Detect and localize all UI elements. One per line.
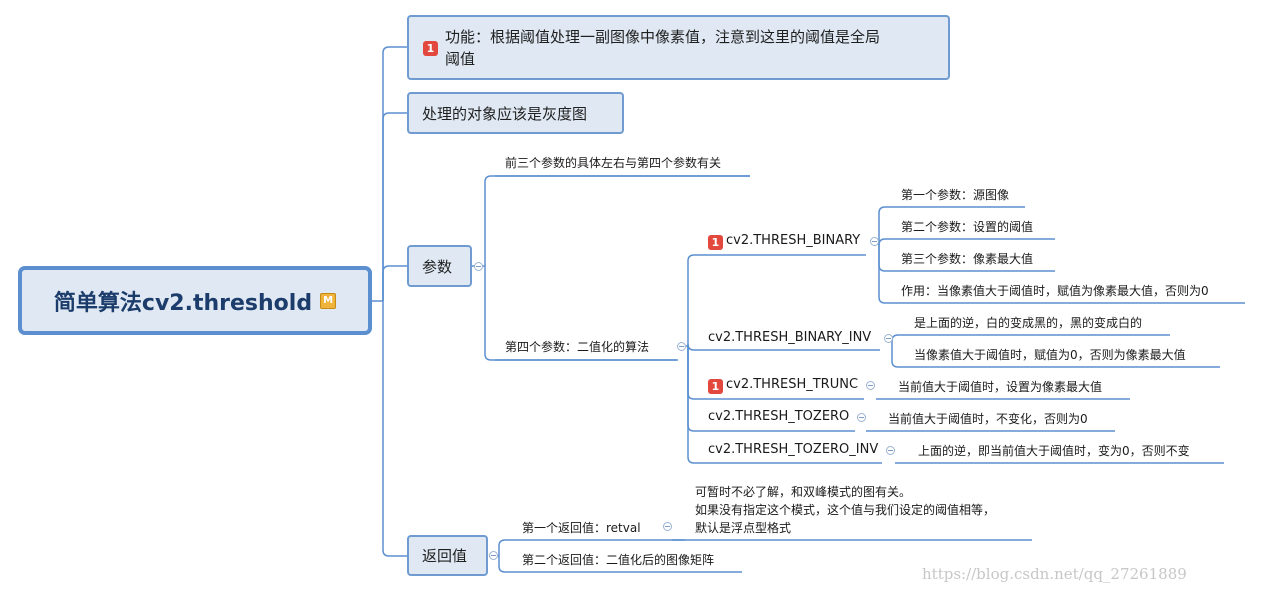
topic-grayscale[interactable]: 处理的对象应该是灰度图 <box>407 92 624 134</box>
collapse-return-icon[interactable] <box>489 551 498 560</box>
marker-icon: M <box>320 292 337 309</box>
function-text-line2: 阈值 <box>445 50 476 68</box>
root-connector-link-0 <box>382 46 407 301</box>
method-binary-inv[interactable]: cv2.THRESH_BINARY_INV <box>708 330 872 345</box>
method-binary-label: cv2.THRESH_BINARY <box>726 233 861 248</box>
collapse-trunc-icon[interactable] <box>866 381 875 390</box>
grayscale-text: 处理的对象应该是灰度图 <box>422 104 588 123</box>
fourth-connector-link-4 <box>687 346 882 464</box>
priority-1-icon: 1 <box>708 379 723 394</box>
fourth-connector-link-1 <box>687 343 880 351</box>
trunc-detail[interactable]: 当前值大于阈值时，设置为像素最大值 <box>898 380 1103 394</box>
method-tozero-inv[interactable]: cv2.THRESH_TOZERO_INV <box>708 442 879 457</box>
topic-function[interactable]: 1 功能：根据阈值处理一副图像中像素值，注意到这里的阈值是全局 阈值 <box>407 15 950 80</box>
params-connector-link-1 <box>484 266 678 361</box>
binary-inv-connector-link-1 <box>891 338 1220 368</box>
tozero-detail[interactable]: 当前值大于阈值时，不变化，否则为0 <box>888 412 1088 426</box>
priority-1-icon: 1 <box>708 235 723 250</box>
method-tozero[interactable]: cv2.THRESH_TOZERO <box>708 409 850 424</box>
return-second[interactable]: 第二个返回值：二值化后的图像矩阵 <box>522 553 715 567</box>
binary-detail-1[interactable]: 第一个参数：源图像 <box>901 188 1010 202</box>
root-connector-link-1 <box>382 112 407 301</box>
root-label: 简单算法cv2.threshold <box>53 290 313 316</box>
root-topic[interactable]: 简单算法cv2.threshold M <box>18 266 372 335</box>
binary-connector-link-0 <box>878 206 1025 241</box>
binary-detail-2[interactable]: 第二个参数：设置的阈值 <box>901 220 1034 234</box>
return-first[interactable]: 第一个返回值：retval <box>522 521 641 535</box>
collapse-binary-icon[interactable] <box>870 237 879 246</box>
binary-connector-link-3 <box>878 241 1245 304</box>
binary-inv-detail-1[interactable]: 是上面的逆，白的变成黑的，黑的变成白的 <box>914 316 1143 330</box>
binary-inv-connector-link-0 <box>891 334 1170 342</box>
return-connector-link-0 <box>498 539 685 556</box>
return-first-note-line2: 如果没有指定这个模式，这个值与我们设定的阈值相等， <box>695 503 996 517</box>
watermark: https://blog.csdn.net/qq_27261889 <box>922 565 1187 583</box>
binary-detail-3[interactable]: 第三个参数：像素最大值 <box>901 252 1034 266</box>
collapse-tozero-inv-icon[interactable] <box>886 446 895 455</box>
function-text-line1: 功能：根据阈值处理一副图像中像素值，注意到这里的阈值是全局 <box>445 28 881 46</box>
params-connector-link-0 <box>484 175 750 266</box>
collapse-fourth-icon[interactable] <box>677 342 686 351</box>
subtopic-fourth-param[interactable]: 第四个参数：二值化的算法 <box>505 340 650 354</box>
priority-1-icon: 1 <box>423 41 438 56</box>
binary-connector-link-1 <box>878 238 1055 246</box>
root-connector-link-3 <box>382 301 407 557</box>
root-connector-link-2 <box>382 265 407 301</box>
params-label: 参数 <box>422 257 453 276</box>
binary-detail-4[interactable]: 作用：当像素值大于阈值时，赋值为像素最大值，否则为0 <box>901 284 1209 298</box>
return-first-note-line1: 可暂时不必了解，和双峰模式的图有关。 <box>695 485 912 499</box>
collapse-params-icon[interactable] <box>474 262 483 271</box>
return-first-note-line3: 默认是浮点型格式 <box>695 521 792 535</box>
collapse-tozero-icon[interactable] <box>857 413 866 422</box>
topic-return[interactable]: 返回值 <box>407 535 488 576</box>
topic-params[interactable]: 参数 <box>407 245 472 287</box>
collapse-binary-inv-icon[interactable] <box>884 334 893 343</box>
fourth-connector-link-0 <box>687 254 866 346</box>
binary-inv-detail-2[interactable]: 当像素值大于阈值时，赋值为0，否则为像素最大值 <box>914 348 1186 362</box>
return-connector-link-1 <box>498 556 742 573</box>
method-trunc-label: cv2.THRESH_TRUNC <box>726 377 859 392</box>
collapse-return-first-icon[interactable] <box>663 522 672 531</box>
return-label: 返回值 <box>422 547 468 565</box>
tozero-inv-detail[interactable]: 上面的逆，即当前值大于阈值时，变为0，否则不变 <box>918 444 1190 458</box>
subtopic-first-three[interactable]: 前三个参数的具体左右与第四个参数有关 <box>505 156 722 170</box>
